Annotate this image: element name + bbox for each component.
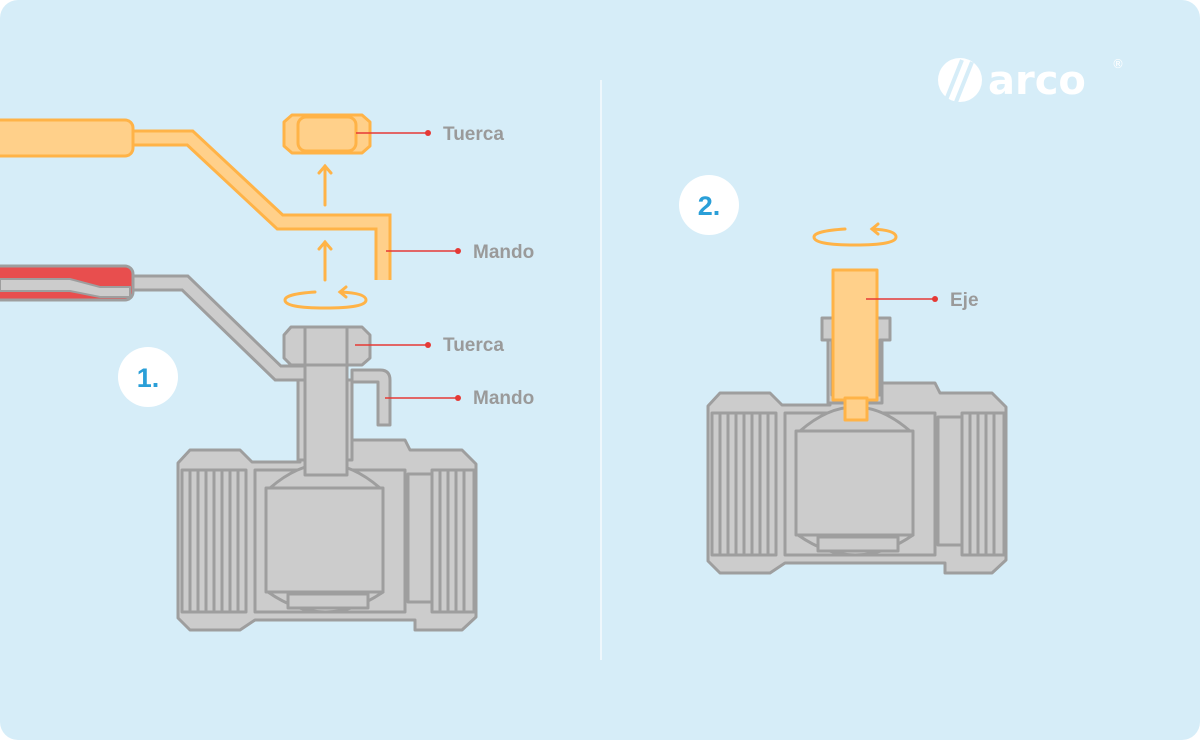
step-number: 2. [698, 191, 721, 221]
step-1: 1. Tuerca Mando Tuerca Mando [0, 113, 534, 632]
logo-text: arco [988, 58, 1086, 104]
step-badge [679, 175, 739, 235]
registered-mark: ® [1112, 57, 1124, 71]
callouts: Tuerca Mando Tuerca Mando [355, 124, 534, 409]
label-handle-exploded: Mando [473, 242, 534, 263]
arrow-up-icon [317, 163, 333, 282]
step-2: 2. Eje [679, 175, 1008, 575]
label-nut-exploded: Tuerca [443, 124, 504, 145]
label-stem: Eje [950, 290, 979, 311]
label-nut-assembled: Tuerca [443, 335, 504, 356]
step-number: 1. [137, 363, 160, 393]
rotate-icon [283, 285, 368, 310]
handle-lever [350, 368, 392, 427]
rotate-icon [812, 222, 898, 247]
stem-highlight [831, 268, 879, 402]
handle-exploded [0, 118, 392, 280]
handle-assembled [0, 264, 305, 382]
arco-logo: arco ® [938, 57, 1124, 104]
label-handle-assembled: Mando [473, 388, 534, 409]
step-badge [118, 347, 178, 407]
